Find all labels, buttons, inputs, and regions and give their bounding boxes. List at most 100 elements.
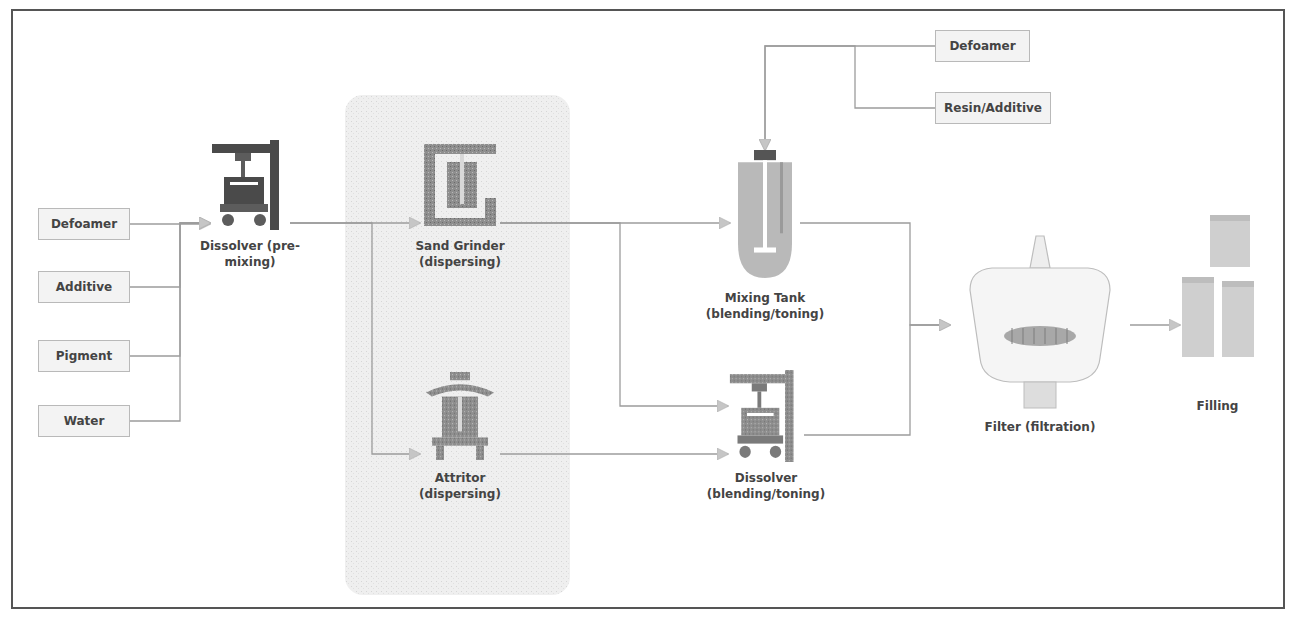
dissolver-motor [235, 153, 251, 161]
can [1182, 277, 1214, 357]
material-label: Pigment [47, 348, 121, 364]
attritor-leg [476, 446, 484, 460]
filter-housing [970, 268, 1110, 382]
material-label: Additive [47, 279, 121, 295]
equipment-node: Mixing Tank (blending/toning) [730, 150, 800, 282]
strainer-mesh [1023, 328, 1024, 344]
flow-arrow [765, 46, 935, 150]
equipment-name: Filling [1173, 398, 1263, 414]
dissolver-vessel [224, 177, 264, 204]
can-lid [1210, 215, 1250, 221]
equipment-node: Sand Grinder (dispersing) [420, 140, 500, 230]
flow-arrow [130, 223, 210, 356]
equipment-label: Dissolver (blending/toning) [691, 470, 841, 502]
dissolver-column [785, 370, 794, 462]
input-box: Pigment [38, 340, 130, 372]
dissolver-shaft [757, 391, 761, 407]
strainer-mesh [1012, 328, 1013, 344]
grinder-shaft [460, 154, 464, 204]
flow-arrow [765, 46, 935, 150]
equipment-label: Sand Grinder (dispersing) [400, 238, 520, 270]
equipment-node: Dissolver (pre-mixing) [210, 140, 290, 230]
material-label: Defoamer [47, 216, 121, 232]
strainer-mesh [1056, 328, 1057, 344]
flow-arrow [130, 223, 210, 421]
tank-impeller [754, 247, 776, 252]
strainer-mesh [1045, 328, 1046, 344]
material-label: Defoamer [944, 38, 1021, 54]
can-lid [1222, 281, 1254, 287]
dissolver-base [738, 435, 784, 443]
vessel-band [230, 182, 258, 185]
input-box: Resin/Additive [935, 92, 1051, 124]
dissolver-motor [752, 383, 767, 391]
dissolver-arm [212, 144, 278, 153]
flow-arrow [290, 223, 420, 454]
filter-strainer [1004, 326, 1076, 346]
dissolver-shaft [241, 161, 245, 177]
tank-baffle [780, 162, 783, 233]
equipment-name: Attritor (dispersing) [405, 470, 515, 502]
attritor-shaft [458, 397, 462, 432]
flow-arrow [130, 223, 210, 287]
input-box: Additive [38, 271, 130, 303]
equipment-label: Mixing Tank (blending/toning) [690, 290, 840, 322]
equipment-name: Dissolver (pre-mixing) [190, 238, 310, 270]
flow-arrow [500, 453, 728, 454]
can [1222, 281, 1254, 357]
equipment-node: Filter (filtration) [950, 228, 1130, 413]
equipment-node: Attritor (dispersing) [420, 370, 500, 462]
grinder-leg [485, 198, 496, 226]
equipment-node: Filling [1180, 215, 1255, 360]
dissolver-vessel [741, 408, 779, 436]
dissolver-wheel [739, 446, 750, 458]
tank-motor [754, 150, 776, 160]
dissolver-base [220, 204, 268, 212]
equipment-name: Mixing Tank (blending/toning) [690, 290, 840, 322]
dispersing-band [345, 95, 570, 595]
dissolver2-icon [728, 370, 804, 462]
cans-icon [1180, 215, 1255, 360]
flow-arrow [804, 325, 950, 435]
attritor-icon [420, 370, 500, 462]
equipment-label: Dissolver (pre-mixing) [190, 238, 310, 270]
attritor-lid [426, 384, 494, 396]
equipment-name: Dissolver (blending/toning) [691, 470, 841, 502]
flow-arrow [500, 223, 728, 406]
vessel-band [747, 413, 774, 416]
tank-shaft [763, 160, 767, 249]
dissolver-arm [730, 374, 793, 383]
grinder-icon [420, 140, 500, 230]
attritor-motor [450, 372, 470, 380]
input-box: Defoamer [38, 208, 130, 240]
input-box: Water [38, 405, 130, 437]
dissolver-column [270, 140, 279, 230]
tank-icon [730, 150, 800, 282]
attritor-base [432, 437, 488, 445]
dissolver-icon [210, 140, 290, 230]
material-label: Water [47, 413, 121, 429]
strainer-mesh [1034, 328, 1035, 344]
can-lid [1182, 277, 1214, 283]
filter-icon [950, 228, 1130, 413]
filter-inlet [1030, 236, 1050, 268]
dissolver-wheel [770, 446, 781, 458]
strainer-mesh [1067, 328, 1068, 344]
attritor-leg [436, 446, 444, 460]
input-box: Defoamer [935, 30, 1030, 62]
equipment-name: Sand Grinder (dispersing) [400, 238, 520, 270]
dissolver-wheel [254, 214, 266, 226]
flow-arrow [1130, 324, 1180, 325]
equipment-label: Attritor (dispersing) [405, 470, 515, 502]
attritor-vessel [442, 397, 478, 438]
equipment-label: Filter (filtration) [980, 419, 1100, 435]
dissolver-wheel [222, 214, 234, 226]
equipment-node: Dissolver (blending/toning) [728, 370, 804, 462]
outer-frame [12, 10, 1284, 608]
equipment-name: Filter (filtration) [980, 419, 1100, 435]
filter-outlet [1024, 382, 1056, 408]
can [1210, 215, 1250, 267]
material-label: Resin/Additive [944, 100, 1042, 116]
